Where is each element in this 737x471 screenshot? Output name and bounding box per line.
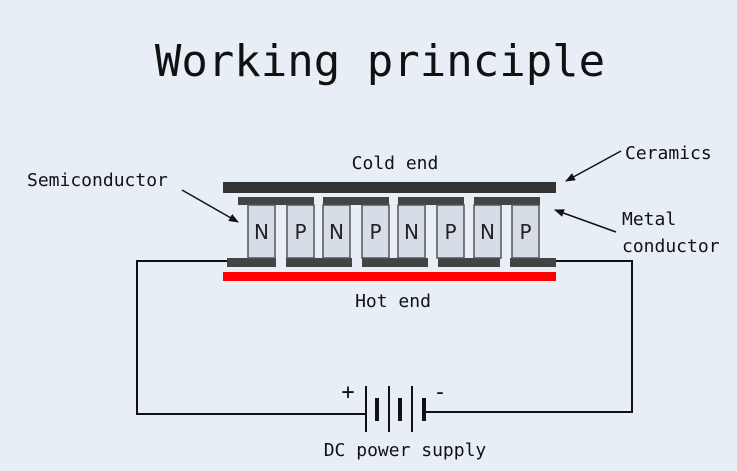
metal-conductor-bottom [227,258,276,267]
plus-sign: + [341,380,354,405]
semiconductor-arrow [181,189,239,223]
semiconductor-p-type: P [511,204,540,259]
wire-left [136,260,366,415]
semiconductor-p-type: P [361,204,390,259]
power-supply-label: DC power supply [324,440,487,461]
ceramics-arrow [565,150,622,182]
metal-conductor-top [238,197,314,205]
semiconductor-p-type: P [286,204,315,259]
semiconductor-type-label: P [294,220,306,244]
semiconductor-n-type: N [322,204,351,259]
diagram-title: Working principle [155,36,605,87]
metal-conductor-bottom [510,258,556,267]
semiconductor-p-type: P [436,204,465,259]
metal-conductor-top [398,197,464,205]
minus-sign: - [433,380,446,405]
hot-plate [223,272,556,281]
ceramics-label: Ceramics [625,143,712,164]
semiconductor-pellet [397,204,426,259]
metal-conductor-top [474,197,540,205]
metal-conductor-bottom [286,258,352,267]
semiconductor-type-label: N [404,220,419,244]
metal-conductor-bottom [438,258,500,267]
semiconductor-type-label: N [254,220,269,244]
cold-end-label: Cold end [352,153,439,174]
semiconductor-pellet [473,204,502,259]
semiconductor-pellet [436,204,465,259]
hot-end-label: Hot end [355,291,431,312]
semiconductor-label: Semiconductor [27,170,168,191]
semiconductor-pellet [322,204,351,259]
metal-conductor-label-line2: conductor [622,236,720,257]
semiconductor-type-label: N [329,220,344,244]
metal-conductor-bottom [362,258,428,267]
semiconductor-n-type: N [247,204,276,259]
semiconductor-pellet [286,204,315,259]
semiconductor-pellet [361,204,390,259]
battery-symbol [365,386,426,432]
semiconductor-type-label: P [519,220,531,244]
semiconductor-n-type: N [473,204,502,259]
metal-conductor-arrow [554,209,617,233]
ceramic-plate [223,182,556,193]
semiconductor-type-label: N [480,220,495,244]
semiconductor-type-label: P [369,220,381,244]
semiconductor-pellet [511,204,540,259]
semiconductor-type-label: P [444,220,456,244]
metal-conductor-top [323,197,389,205]
metal-conductor-label-line1: Metal [622,209,676,230]
wire-right [424,260,633,413]
semiconductor-pellet [247,204,276,259]
semiconductor-n-type: N [397,204,426,259]
